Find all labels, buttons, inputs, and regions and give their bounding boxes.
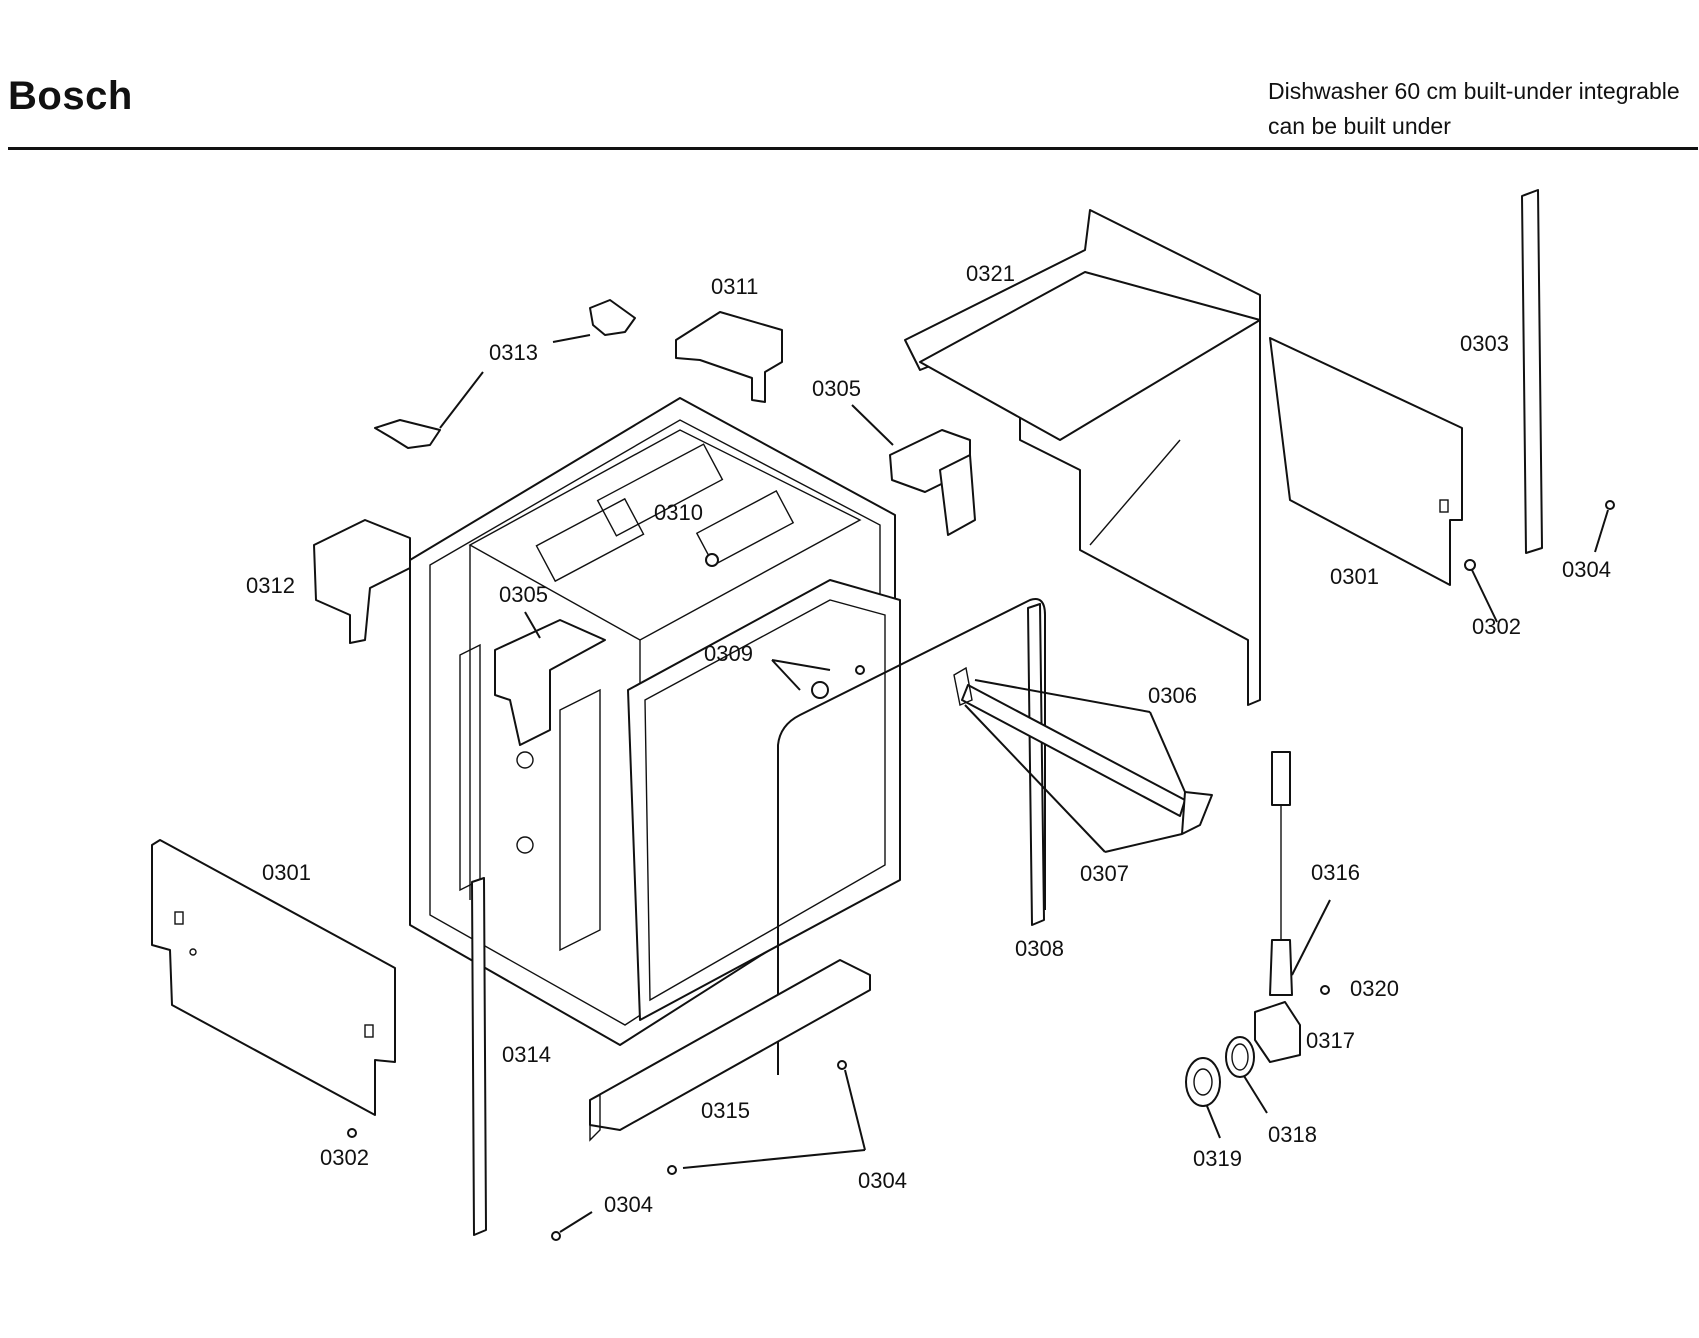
- label-0319: 0319: [1193, 1146, 1242, 1171]
- side-panel-right-part: [1269, 337, 1463, 586]
- label-0304-bottom-left: 0304: [604, 1192, 653, 1217]
- label-0313: 0313: [489, 340, 538, 365]
- label-0312: 0312: [246, 573, 295, 598]
- leader-lines: [439, 334, 1609, 1233]
- fill-hose-part: [1269, 751, 1293, 996]
- label-0306: 0306: [1148, 683, 1197, 708]
- seal-strip-part-0308: [1027, 603, 1045, 926]
- label-0317: 0317: [1306, 1028, 1355, 1053]
- label-0314: 0314: [502, 1042, 551, 1067]
- page-header: Bosch Dishwasher 60 cm built-under integ…: [0, 0, 1699, 152]
- document-subtitle: Dishwasher 60 cm built-under integrable …: [1268, 74, 1688, 144]
- label-0305-upper: 0305: [812, 376, 861, 401]
- label-0305-lower: 0305: [499, 582, 548, 607]
- subtitle-line-1: Dishwasher 60 cm built-under integrable: [1268, 78, 1680, 104]
- vertical-strip-part-0303: [1521, 189, 1543, 554]
- label-0321: 0321: [966, 261, 1015, 286]
- label-0309: 0309: [704, 641, 753, 666]
- label-0301-left: 0301: [262, 860, 311, 885]
- label-0301-right: 0301: [1330, 564, 1379, 589]
- tub-part: [409, 397, 901, 1046]
- bracket-part-0305-lower: [494, 619, 606, 746]
- label-0302-right: 0302: [1472, 614, 1521, 639]
- label-0318: 0318: [1268, 1122, 1317, 1147]
- clip-part-0312: [313, 519, 411, 644]
- bracket-part-0305-upper: [889, 429, 976, 536]
- label-0304-bottom: 0304: [858, 1168, 907, 1193]
- label-0304-right: 0304: [1562, 557, 1611, 582]
- hinge-rail-part: [953, 666, 1213, 835]
- brand-name: Bosch: [8, 74, 133, 118]
- seal-ring-part-0318: [1225, 1036, 1255, 1078]
- label-0307: 0307: [1080, 861, 1129, 886]
- label-0310: 0310: [654, 500, 703, 525]
- label-0311: 0311: [711, 274, 758, 299]
- screw-parts: [347, 500, 1615, 1241]
- side-panel-left-part: [151, 839, 396, 1116]
- clip-part-0311: [675, 311, 783, 403]
- top-cover-part: [904, 209, 1261, 706]
- label-0315: 0315: [701, 1098, 750, 1123]
- cap-part-0319: [1185, 1057, 1221, 1107]
- plinth-rail-part: [589, 959, 871, 1142]
- door-frame-seal-part: [777, 598, 1046, 1075]
- subtitle-line-2: can be built under: [1268, 113, 1451, 139]
- seal-strip-part-0314: [471, 877, 487, 1236]
- mounting-bracket-part-0313: [374, 299, 636, 449]
- label-0302-left: 0302: [320, 1145, 369, 1170]
- label-0308: 0308: [1015, 936, 1064, 961]
- label-0320: 0320: [1350, 976, 1399, 1001]
- label-0303: 0303: [1460, 331, 1509, 356]
- header-divider: [8, 147, 1698, 150]
- part-labels: 0301 0301 0302 0302 0303 0304 0304 0304 …: [246, 261, 1611, 1217]
- label-0316: 0316: [1311, 860, 1360, 885]
- fitting-part-0317: [1254, 1001, 1301, 1063]
